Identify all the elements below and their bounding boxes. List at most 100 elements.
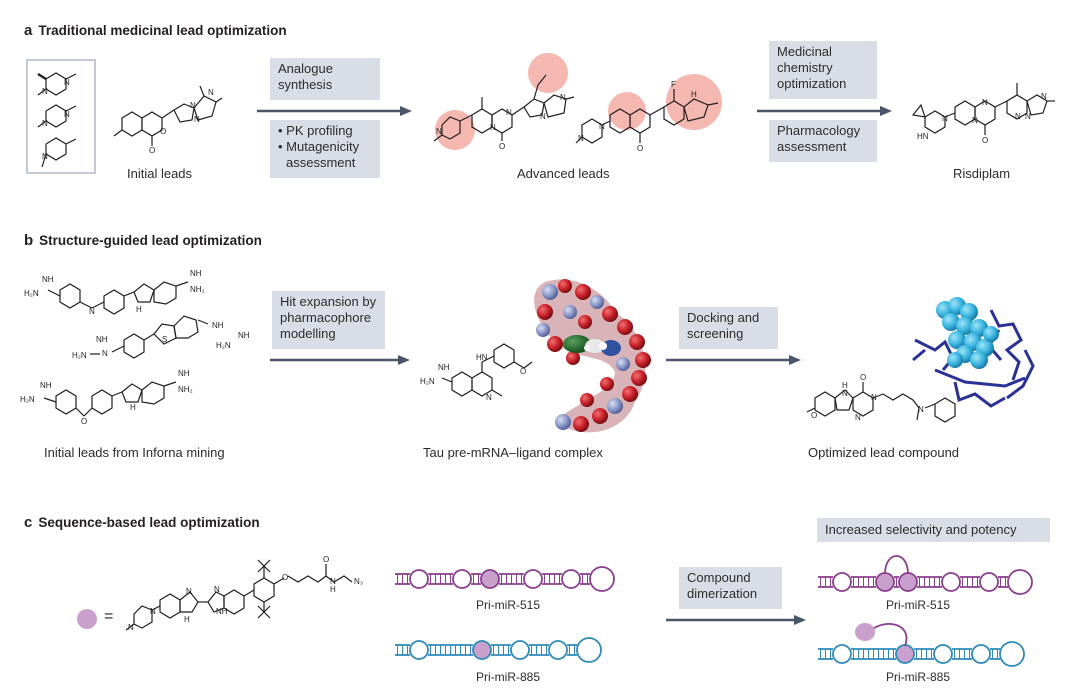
hit-expansion-box: Hit expansion by pharmacophore modelling xyxy=(272,291,385,349)
substituent-box xyxy=(26,59,96,174)
atom-label: H xyxy=(184,615,190,624)
methylpiperazine-structure xyxy=(37,104,77,128)
atom-label: H xyxy=(842,381,848,390)
internal-loop xyxy=(933,644,953,664)
atom-label: N xyxy=(150,607,156,616)
pharmacology-label: Pharmacology assessment xyxy=(777,123,861,154)
risdiplam-caption: Risdiplam xyxy=(953,166,1011,181)
dimethylpiperazine-structure xyxy=(37,72,77,96)
increased-selectivity-box: Increased selectivity and potency xyxy=(817,518,1050,542)
atom-label: N xyxy=(1041,92,1047,101)
atom-label: N xyxy=(855,413,861,422)
internal-loop xyxy=(941,572,961,592)
initial-lead-structure: O O N N N xyxy=(113,85,223,155)
atom-label: NH₂ xyxy=(190,285,205,294)
arrow-a1 xyxy=(257,106,412,116)
atom-label: N xyxy=(942,114,948,123)
rna-surface-atoms xyxy=(536,279,651,432)
arrow-b1 xyxy=(270,355,410,365)
tau-complex-caption: Tau pre-mRNA–ligand complex xyxy=(423,445,603,460)
bound-ligand-site xyxy=(898,572,918,592)
profiling-box: • PK profiling • Mutagenicity assessment xyxy=(270,120,380,178)
hit-expansion-label: Hit expansion by pharmacophore modelling xyxy=(280,294,377,341)
atom-label: N xyxy=(599,122,605,131)
atom-label: N xyxy=(128,623,134,632)
highlight-fluoro xyxy=(666,74,722,130)
atom-label: N xyxy=(64,78,70,87)
atom-label: N xyxy=(560,93,566,102)
atom-label: NH xyxy=(216,607,228,616)
atom-label: O xyxy=(520,367,526,376)
docked-complex-model xyxy=(912,297,1035,408)
atom-label: N xyxy=(871,393,877,402)
atom-label: O xyxy=(160,127,166,136)
rna-label-515-right: Pri-miR-515 xyxy=(886,598,951,612)
internal-loop xyxy=(832,644,852,664)
atom-label: N xyxy=(42,152,48,161)
atom-label: N xyxy=(918,405,924,414)
internal-loop xyxy=(523,569,543,589)
internal-loop xyxy=(979,572,999,592)
rna-label-885-left: Pri-miR-885 xyxy=(476,670,541,684)
bis-benzimidazole-structure: N N N H N NH O O N H N₃ xyxy=(125,555,363,632)
medicinal-chemistry-label: Medicinal chemistry optimization xyxy=(777,44,847,91)
atom-label: N xyxy=(190,101,196,110)
initial-leads-caption: Initial leads xyxy=(127,166,193,181)
panel-a-letter: a xyxy=(24,22,33,39)
mutagenicity-label: Mutagenicity assessment xyxy=(286,139,360,170)
atom-label: NH xyxy=(40,381,52,390)
rna-hairpin-pri-mir-515-right xyxy=(818,555,1033,595)
atom-label: HN xyxy=(476,353,488,362)
panel-b-title: b Structure-guided lead optimization xyxy=(24,232,262,249)
atom-label: O xyxy=(282,573,288,582)
panel-c-letter: c xyxy=(24,514,33,531)
pk-profiling-label: PK profiling xyxy=(286,123,353,138)
equals-sign: = xyxy=(104,608,114,625)
internal-loop xyxy=(548,640,568,660)
atom-label: N xyxy=(330,577,336,586)
risdiplam-structure: HN N O N N N N N xyxy=(911,83,1055,145)
atom-label: H₂N xyxy=(420,377,435,386)
atom-label: NH xyxy=(178,369,190,378)
medicinal-chemistry-box: Medicinal chemistry optimization xyxy=(769,41,877,99)
atom-label: H xyxy=(130,403,136,412)
analogue-synthesis-label: Analogue synthesis xyxy=(278,61,333,92)
atom-label: N xyxy=(208,88,214,97)
pharmacology-box: Pharmacology assessment xyxy=(769,120,877,162)
tau-rna-surface-model xyxy=(534,279,651,433)
atom-label: N xyxy=(42,87,48,96)
panel-b-letter: b xyxy=(24,232,34,249)
rna-hairpin-pri-mir-515-left xyxy=(395,566,615,592)
advanced-leads-structures: N O N N N N N N O F H xyxy=(433,53,722,153)
atom-label: H xyxy=(136,305,142,314)
atom-label: N xyxy=(1015,112,1021,121)
pk-profiling-item: • PK profiling xyxy=(278,123,353,138)
rna-label-515-left: Pri-miR-515 xyxy=(476,598,541,612)
atom-label: N xyxy=(194,115,200,124)
panel-a-title-text: Traditional medicinal lead optimization xyxy=(38,23,287,38)
atom-label: H₂N xyxy=(24,289,39,298)
thiophene-guanidine xyxy=(90,315,209,359)
rna-label-885-right: Pri-miR-885 xyxy=(886,670,951,684)
atom-label: H₂N xyxy=(72,351,87,360)
atom-label: N xyxy=(89,307,95,316)
internal-loop xyxy=(409,569,429,589)
analogue-synthesis-box: Analogue synthesis xyxy=(270,58,380,100)
internal-loop xyxy=(409,640,429,660)
bisamidine-indole-1 xyxy=(47,281,189,315)
atom-label: N₃ xyxy=(354,577,363,586)
panel-b-title-text: Structure-guided lead optimization xyxy=(39,233,262,248)
atom-label: N xyxy=(436,127,442,136)
atom-label: N xyxy=(982,98,988,107)
atom-label: O xyxy=(811,411,817,420)
highlight-pyridine xyxy=(608,92,646,130)
panel-a-title: a Traditional medicinal lead optimization xyxy=(24,22,287,39)
bound-ligand-site xyxy=(895,644,915,664)
bound-ligand-site xyxy=(480,569,500,589)
atom-label: N xyxy=(486,393,492,402)
atom-label: S xyxy=(162,335,167,344)
atom-label: N xyxy=(1025,112,1031,121)
hairpin-loop xyxy=(1007,569,1033,595)
arrow-c xyxy=(666,615,806,625)
